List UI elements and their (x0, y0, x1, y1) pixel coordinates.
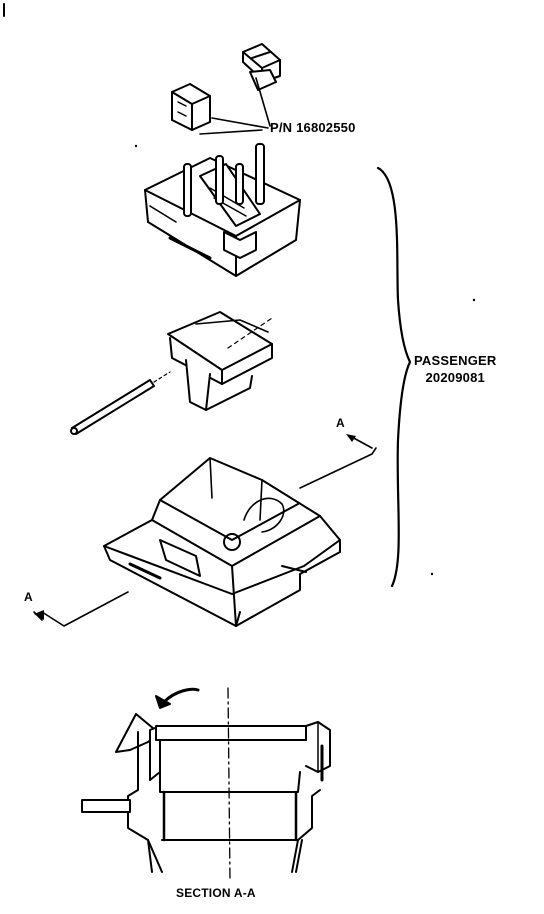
pivot-pin (71, 372, 170, 434)
section-marker-left: A (24, 590, 33, 604)
part-number-leaders (200, 78, 270, 134)
base-housing (104, 458, 340, 626)
retainer-clip-lower (172, 84, 210, 130)
artifact-dots (134, 144, 476, 576)
passenger-number: 20209081 (425, 370, 485, 385)
passenger-label: PASSENGER 20209081 (414, 352, 496, 386)
terminal-pins (184, 144, 264, 216)
actuator-carrier (168, 312, 272, 410)
passenger-title: PASSENGER (414, 353, 497, 368)
section-arrowheads (34, 434, 356, 620)
passenger-bracket (378, 168, 410, 586)
retainer-clip-upper (243, 44, 280, 90)
section-caption: SECTION A-A (176, 886, 256, 900)
section-view (82, 688, 330, 880)
part-number-label: P/N 16802550 (270, 120, 356, 135)
section-marker-top: A (336, 416, 345, 430)
